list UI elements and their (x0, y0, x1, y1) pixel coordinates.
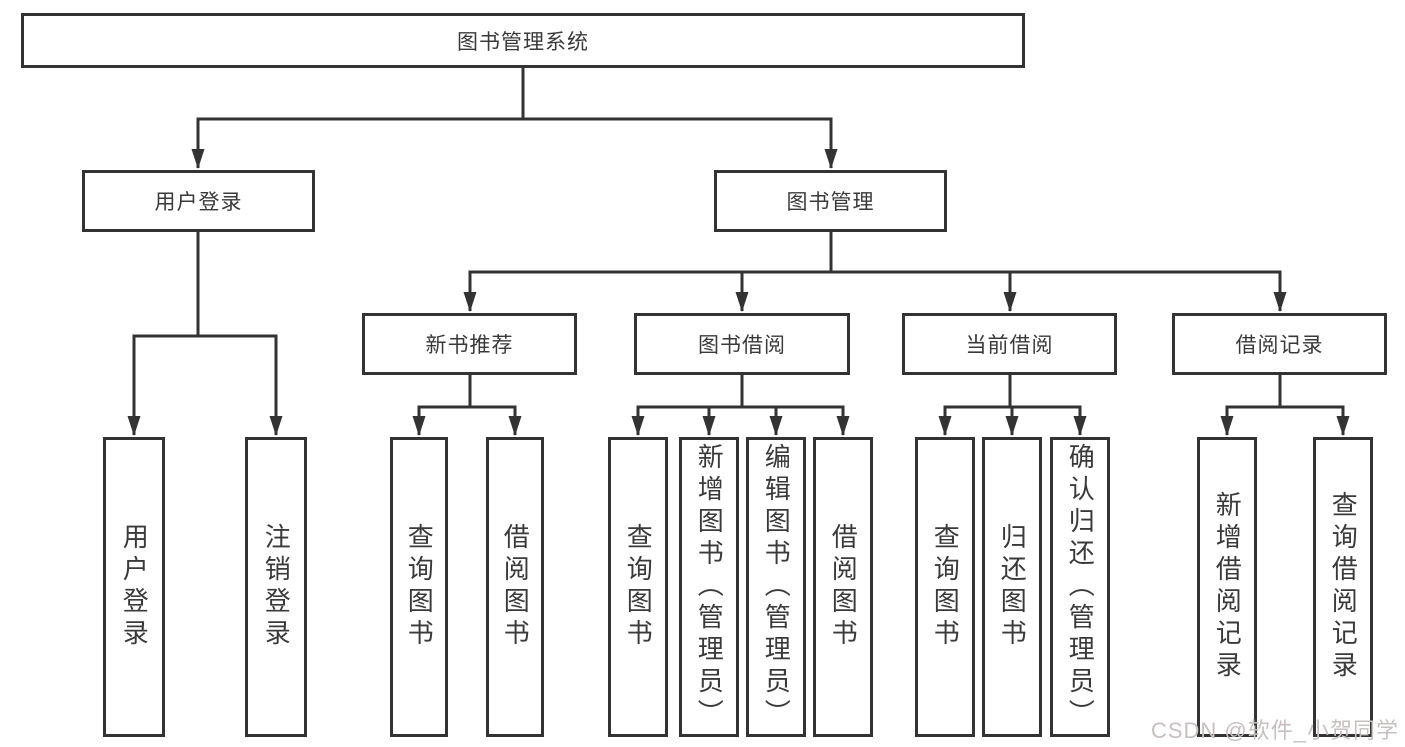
leaf-logout: 注销登录 (245, 437, 307, 737)
leaf-query-books-borrow: 查询图书 (608, 437, 668, 737)
node-root-label: 图书管理系统 (457, 30, 589, 54)
leaf-add-books-admin-label: 新增图书（管理员） (694, 443, 725, 731)
leaf-query-books-recommend: 查询图书 (390, 437, 448, 737)
node-new-book-recommend: 新书推荐 (362, 313, 577, 375)
leaf-query-books-current-label: 查询图书 (930, 523, 961, 651)
leaf-edit-books-admin: 编辑图书（管理员） (746, 437, 806, 737)
leaf-user-login: 用户登录 (103, 437, 165, 737)
leaf-edit-books-admin-label: 编辑图书（管理员） (761, 443, 792, 731)
leaf-query-books-current: 查询图书 (915, 437, 975, 737)
node-root: 图书管理系统 (21, 13, 1025, 68)
leaf-add-borrow-record-label: 新增借阅记录 (1212, 491, 1243, 683)
node-book-borrow-label: 图书借阅 (698, 334, 786, 357)
node-borrow-records: 借阅记录 (1172, 313, 1387, 375)
leaf-add-borrow-record: 新增借阅记录 (1197, 437, 1257, 737)
node-book-management-label: 图书管理 (786, 191, 875, 214)
leaf-query-books-recommend-label: 查询图书 (404, 523, 435, 651)
node-borrow-records-label: 借阅记录 (1235, 334, 1324, 357)
leaf-query-borrow-record-label: 查询借阅记录 (1328, 491, 1359, 683)
leaf-confirm-return-admin: 确认归还（管理员） (1050, 437, 1110, 737)
leaf-borrow-books: 借阅图书 (813, 437, 873, 737)
node-book-borrow: 图书借阅 (634, 313, 850, 375)
leaf-borrow-books-label: 借阅图书 (828, 523, 859, 651)
leaf-query-borrow-record: 查询借阅记录 (1313, 437, 1373, 737)
leaf-add-books-admin: 新增图书（管理员） (679, 437, 739, 737)
leaf-confirm-return-admin-label: 确认归还（管理员） (1065, 443, 1096, 731)
leaf-user-login-label: 用户登录 (119, 523, 150, 651)
node-user-login-label: 用户登录 (154, 191, 243, 214)
node-current-borrow: 当前借阅 (902, 313, 1117, 375)
node-new-book-recommend-label: 新书推荐 (425, 334, 514, 357)
leaf-query-books-borrow-label: 查询图书 (623, 523, 654, 651)
leaf-return-books-label: 归还图书 (997, 523, 1028, 651)
leaf-borrow-books-recommend: 借阅图书 (486, 437, 544, 737)
node-book-management: 图书管理 (714, 170, 947, 232)
node-current-borrow-label: 当前借阅 (965, 334, 1054, 357)
csdn-watermark: CSDN @软件_小贺同学 (1150, 718, 1399, 743)
leaf-return-books: 归还图书 (982, 437, 1042, 737)
node-user-login: 用户登录 (82, 170, 315, 232)
leaf-logout-label: 注销登录 (261, 523, 292, 651)
leaf-borrow-books-recommend-label: 借阅图书 (500, 523, 531, 651)
